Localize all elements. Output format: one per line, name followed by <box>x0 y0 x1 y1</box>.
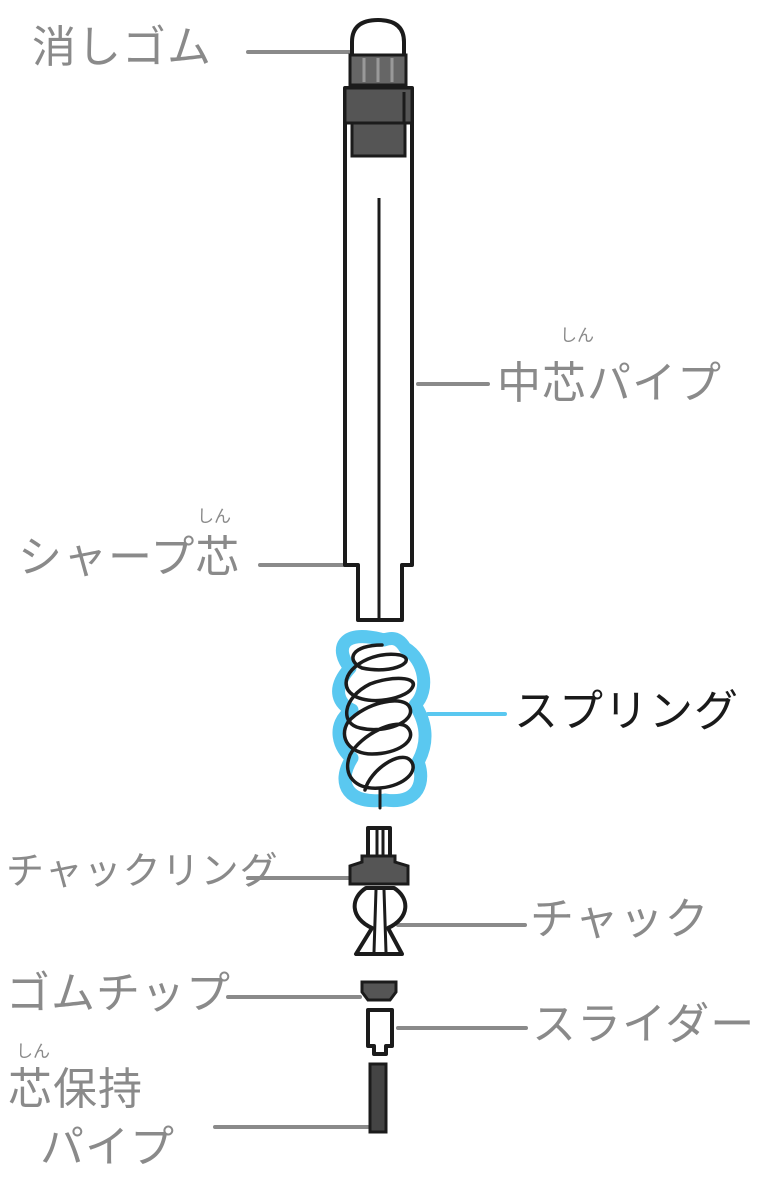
slider-part <box>366 1008 394 1056</box>
chuck-label: チャック <box>530 894 710 945</box>
center-pipe-label: 中芯パイプ <box>497 358 722 409</box>
spring-label: スプリング <box>514 686 739 737</box>
slider-label: スライダー <box>532 999 756 1050</box>
lead-holder-label-line2: パイプ <box>40 1122 175 1173</box>
spring-part <box>332 630 432 810</box>
eraser-label: 消しゴム <box>32 22 212 73</box>
lead-label: シャープ芯 <box>18 532 241 583</box>
lead-ruby: しん <box>197 507 231 527</box>
lead-holder-ruby: しん <box>16 1042 50 1062</box>
chuck-part <box>352 886 408 956</box>
center-pipe-part <box>343 86 414 622</box>
rubber-tip-label: ゴムチップ <box>6 968 231 1019</box>
lead-holder-pipe-part <box>368 1062 388 1134</box>
eraser-part <box>348 18 408 87</box>
rubber-tip-part <box>360 980 398 1002</box>
center-pipe-ruby: しん <box>560 326 594 346</box>
chuck-ring-label: チャックリング <box>6 849 279 893</box>
chuck-ring-part <box>348 826 410 886</box>
lead-holder-label-line1: 芯保持 <box>8 1064 143 1115</box>
